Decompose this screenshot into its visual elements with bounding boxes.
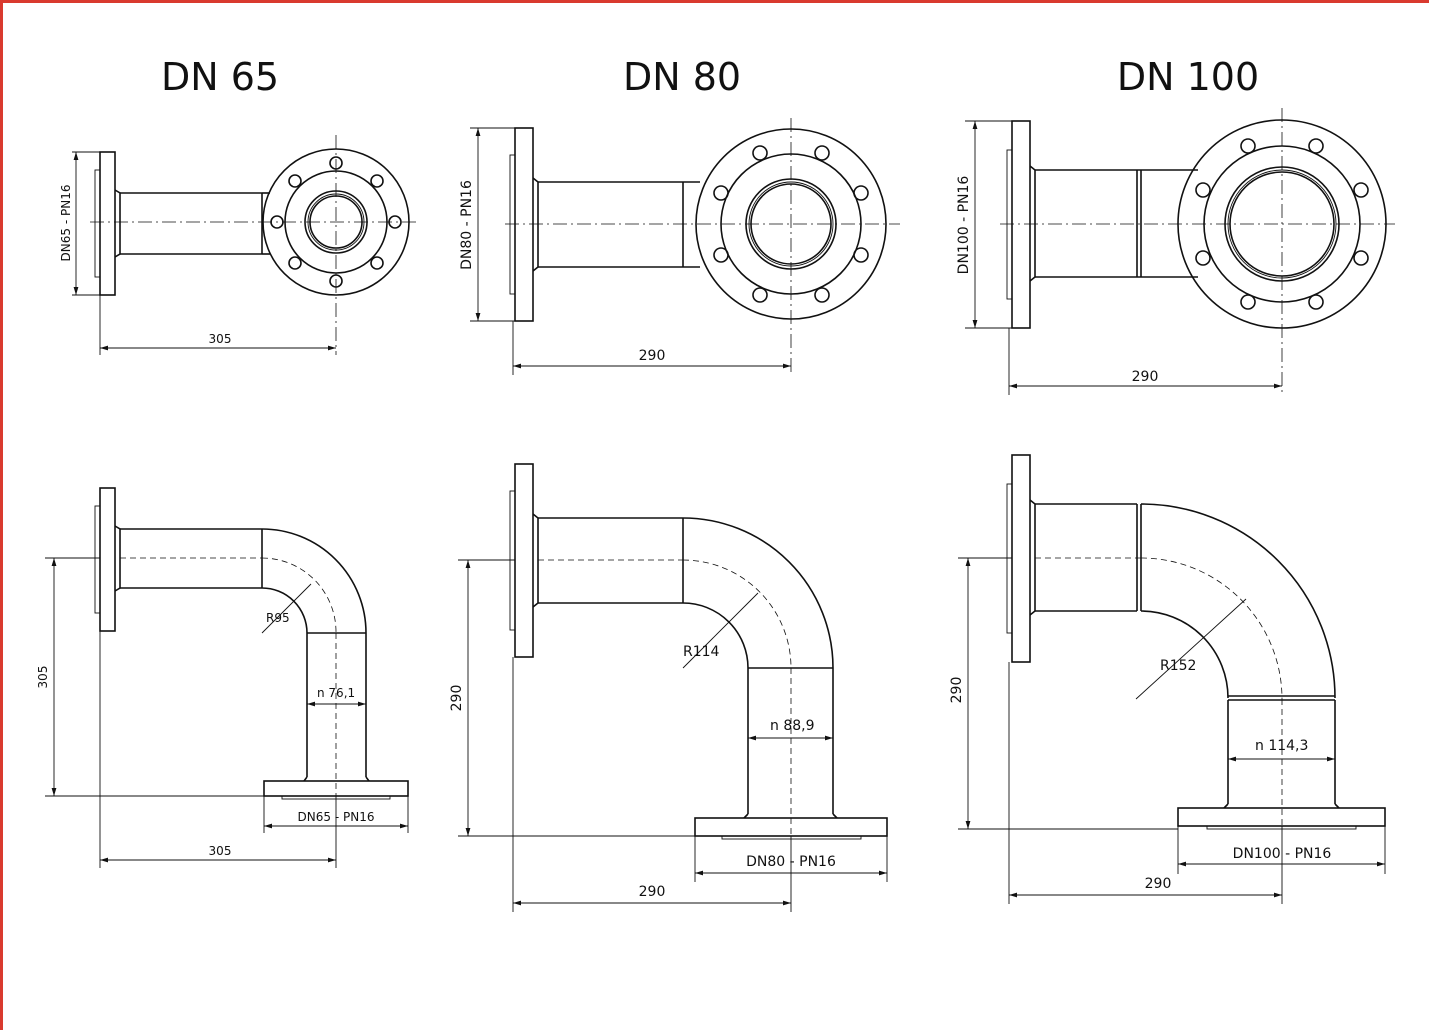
title-dn80: DN 80 (623, 55, 741, 99)
title-dn65: DN 65 (161, 55, 279, 99)
title-dn100: DN 100 (1117, 55, 1259, 99)
dn80-side-view: R114 n 88,9 290 DN80 - PN16 290 (449, 463, 888, 912)
dn100-side-view: R152 n 114,3 290 DN100 - PN16 290 (949, 454, 1386, 904)
dn65-pipe-od: n 76,1 (317, 686, 355, 700)
dn80-bottom-width: 290 (639, 884, 666, 900)
dn80-top-flange-label: DN80 - PN16 (459, 180, 475, 270)
dn100-height: 290 (949, 677, 965, 704)
dn80-top-view: DN80 - PN16 290 (459, 118, 900, 375)
dn100-pipe-od: n 114,3 (1255, 738, 1308, 754)
dn80-radius: R114 (683, 644, 720, 660)
dn100-top-width: 290 (1132, 369, 1159, 385)
dn100-bottom-width: 290 (1145, 876, 1172, 892)
dn80-pipe-od: n 88,9 (770, 718, 815, 734)
dn65-top-view: DN65 - PN16 305 (59, 135, 420, 355)
dn80-top-width: 290 (639, 348, 666, 364)
dn65-top-width: 305 (209, 332, 232, 346)
dn100-top-flange-label: DN100 - PN16 (956, 176, 972, 275)
dn80-height: 290 (449, 685, 465, 712)
dn65-top-flange-label: DN65 - PN16 (59, 185, 73, 262)
dn100-radius: R152 (1160, 658, 1196, 674)
dn65-side-view: R95 n 76,1 305 DN65 - PN16 305 (36, 487, 409, 868)
dn100-top-view: DN100 - PN16 290 (956, 108, 1395, 395)
dn65-bottom-width: 305 (209, 844, 232, 858)
dn65-radius: R95 (266, 611, 290, 625)
dn65-height: 305 (36, 666, 50, 689)
